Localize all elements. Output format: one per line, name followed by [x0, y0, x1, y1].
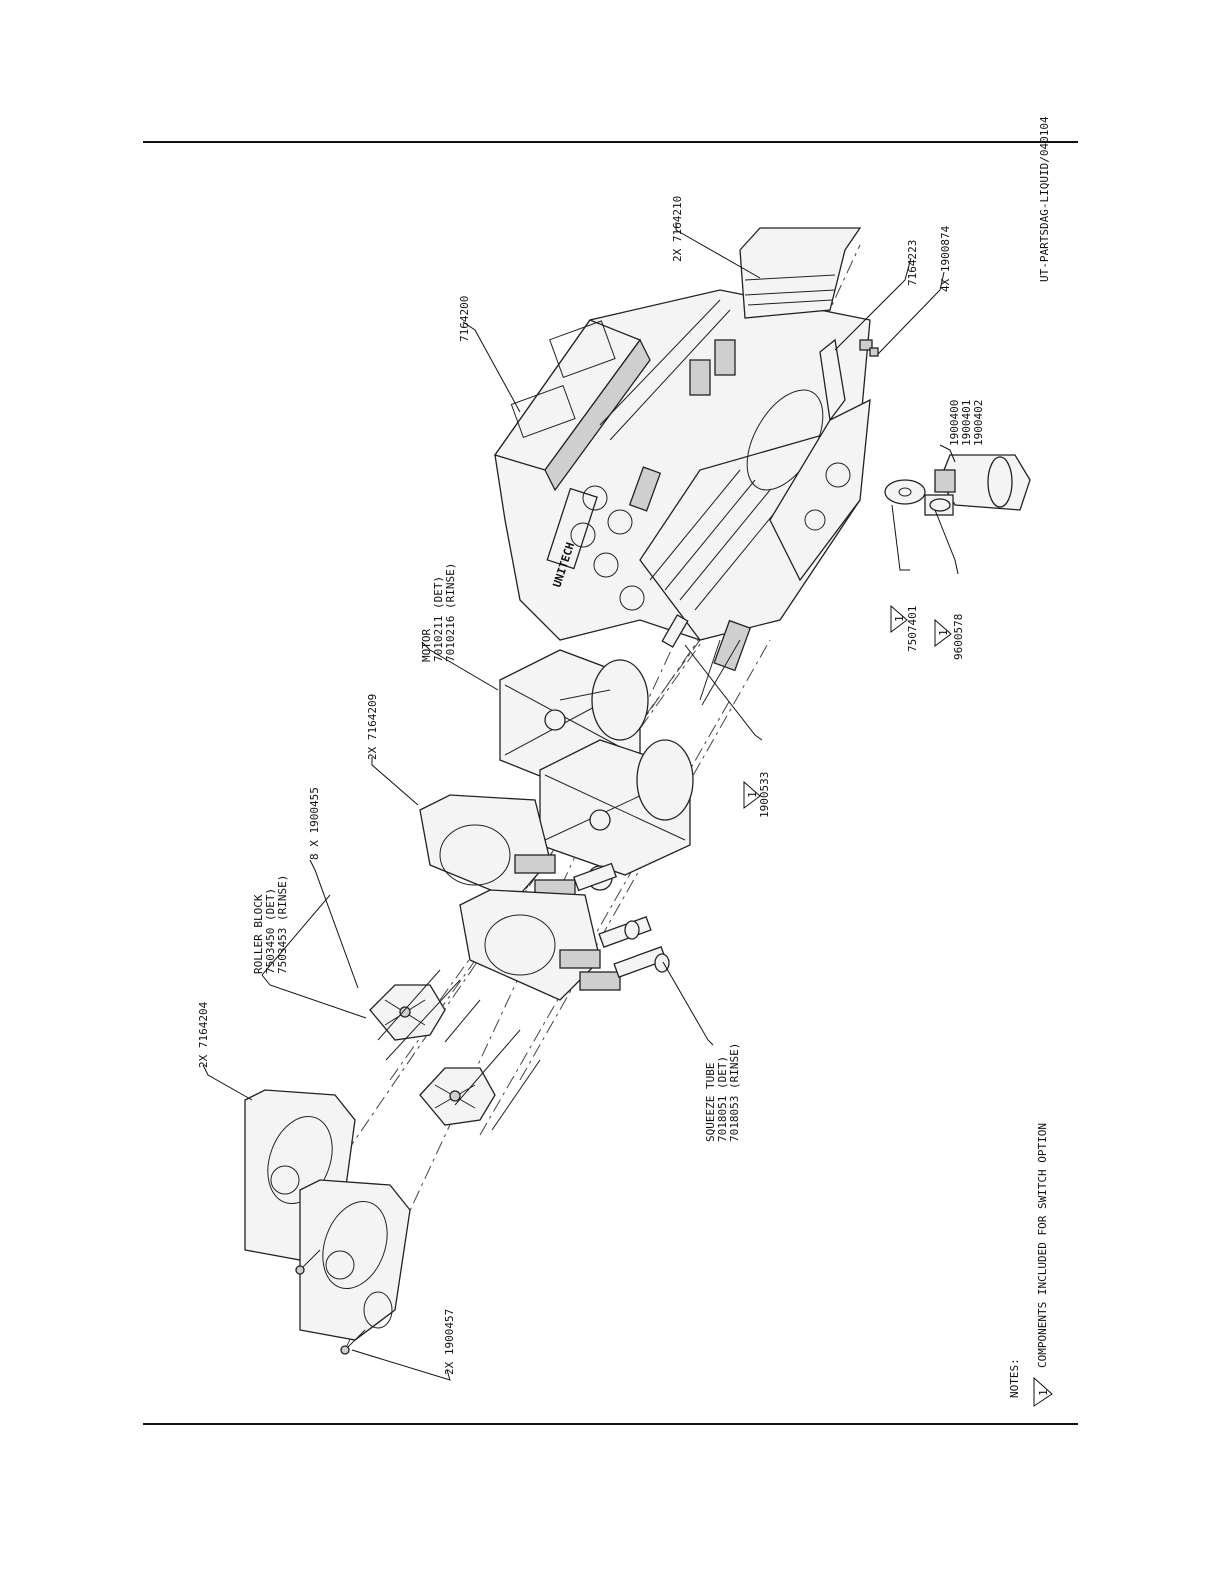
callout-motor-det: 7010211 (DET): [432, 576, 445, 662]
callout-2x-7164210: 2X 7164210: [671, 196, 684, 262]
cover-lower: [299, 1179, 411, 1341]
callout-1900533: 1900533: [758, 772, 771, 818]
callout-7164200: 7164200: [458, 296, 471, 342]
notes-triangle-icon: [1033, 1376, 1053, 1407]
callout-8x-1900455: 8 X 1900455: [308, 787, 321, 860]
callout-motor-title: MOTOR: [420, 629, 433, 662]
callout-4x-1900874: 4X 1900874: [939, 225, 952, 292]
triangle-number: 1: [746, 791, 759, 798]
callout-1900400: 1900400: [948, 400, 961, 446]
callout-1900402: 1900402: [972, 400, 985, 446]
triangle-number: 1: [893, 615, 906, 622]
callout-2x-7164204: 2X 7164204: [197, 1001, 210, 1068]
board-7164223: [819, 338, 879, 422]
callout-squeeze-det: 7018051 (DET): [716, 1056, 729, 1142]
notes-triangle-number: 1: [1037, 1389, 1050, 1396]
triangle-mark-1900533: 1: [743, 780, 761, 809]
callout-9600578: 9600578: [952, 614, 965, 660]
long-screws-1900455: [261, 894, 541, 1131]
cover-screws-1900457: [295, 1249, 366, 1355]
callout-roller-title: ROLLER BLOCK: [252, 894, 265, 974]
fitting-assembly: [884, 454, 1031, 516]
triangle-mark-9600578: 1: [934, 618, 952, 647]
notes-block: NOTES: 1 COMPONENTS INCLUDED FOR SWITCH …: [1008, 1123, 1053, 1407]
callout-squeeze-title: SQUEEZE TUBE: [704, 1063, 717, 1142]
notes-heading: NOTES:: [1008, 1358, 1021, 1398]
callout-1900401: 1900401: [960, 400, 973, 446]
notes-item-1: COMPONENTS INCLUDED FOR SWITCH OPTION: [1036, 1123, 1049, 1368]
main-housing: UNITECH: [493, 289, 871, 641]
squeeze-tubes: [572, 862, 670, 978]
callout-squeeze-rinse: 7018053 (RINSE): [728, 1043, 741, 1142]
callout-roller-det: 7503450 (DET): [264, 888, 277, 974]
triangle-number: 1: [937, 629, 950, 636]
bottom-border-rule: [143, 1423, 1078, 1425]
callout-7507401: 7507401: [906, 606, 919, 652]
leader-lines: [202, 222, 959, 1381]
callout-2x-7164209: 2X 7164209: [366, 694, 379, 760]
top-border-rule: [143, 141, 1078, 143]
callout-roller-rinse: 7503453 (RINSE): [276, 875, 289, 974]
motor-shaft-pin: [661, 614, 741, 706]
callout-2x-1900457: 2X 1900457: [443, 1309, 456, 1375]
document-code: UT-PARTSDAG-LIQUID/040104: [1038, 116, 1051, 282]
callout-motor-rinse: 7010216 (RINSE): [444, 563, 457, 662]
connector-7164210: [739, 227, 862, 319]
motor-lower: [539, 739, 694, 876]
connector-switch: [628, 466, 752, 701]
callout-7164223: 7164223: [906, 240, 919, 286]
roller-block-upper: [369, 984, 446, 1041]
pump-body-lower: [459, 889, 621, 1001]
triangle-mark-7507401: 1: [890, 604, 908, 633]
roller-block-lower: [419, 1067, 496, 1126]
